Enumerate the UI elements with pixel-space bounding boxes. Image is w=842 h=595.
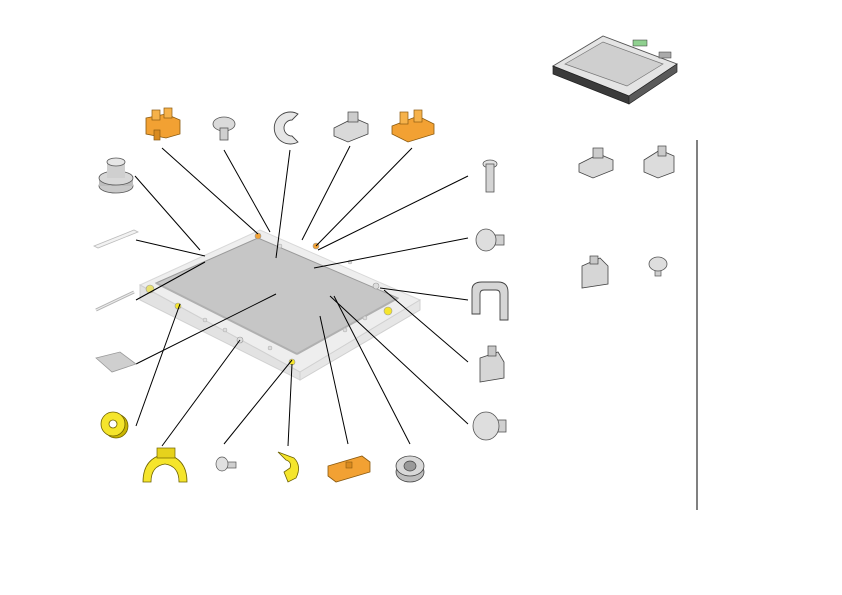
thin-rod-icon — [95, 290, 135, 312]
yellow-grommet-icon — [100, 411, 129, 439]
leader-lines — [134, 145, 469, 447]
standoff-cap-icon — [98, 157, 134, 194]
orange-bracket-icon — [145, 107, 181, 141]
orange-latch-icon — [391, 109, 435, 143]
small-screw-icon — [215, 456, 237, 472]
tray-assembly — [138, 229, 422, 381]
panel-screw-icon — [648, 256, 668, 277]
rubber-foot-icon — [395, 455, 425, 483]
yellow-saddle-clamp-icon — [142, 447, 188, 483]
snap-clip-icon — [479, 345, 505, 383]
yellow-spring-clip-icon — [277, 451, 299, 483]
large-rivet-icon — [472, 411, 507, 441]
flat-strip-icon — [93, 229, 139, 249]
gray-clip-icon — [333, 111, 369, 143]
clip-variant-a-icon — [578, 147, 614, 179]
e-clip-icon — [273, 111, 299, 145]
cable-guide-icon — [471, 281, 509, 321]
cage-nut-icon — [581, 255, 609, 289]
clip-variant-b-icon — [643, 145, 675, 179]
rivet-icon — [475, 228, 505, 252]
overview-assembly-icon — [551, 35, 678, 105]
insulator-pad-icon — [95, 351, 137, 373]
orange-spacer-block-icon — [327, 455, 371, 483]
push-rivet-icon — [212, 116, 236, 141]
pin-icon — [482, 159, 498, 193]
